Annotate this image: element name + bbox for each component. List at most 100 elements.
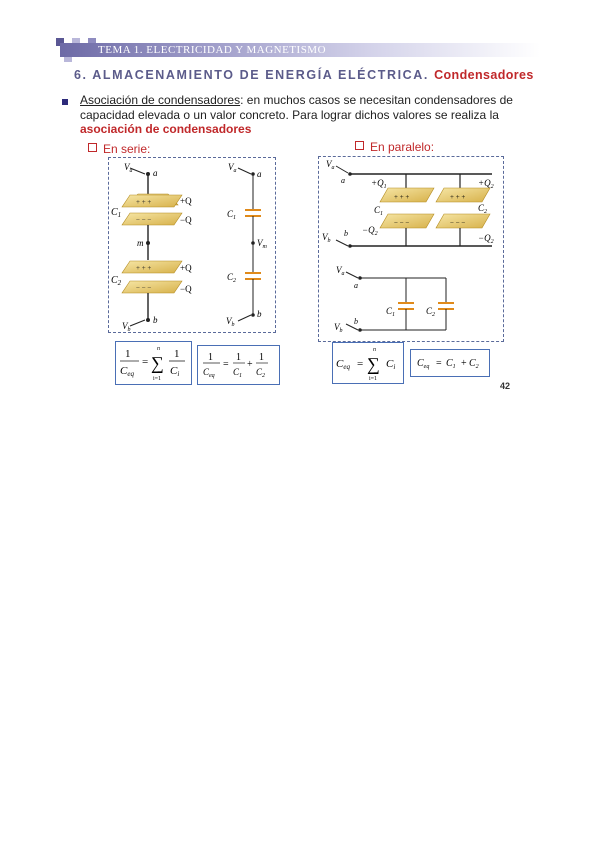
formula-plus: + [461,358,467,369]
paralelo-node-a-label: a [341,176,345,185]
header-square [64,54,72,62]
serie-c1-bottom-plate [121,212,183,226]
formula-equals: = [436,358,442,369]
formula-paralelo-general: Ceq = n ∑ i=1 Ci [332,342,404,384]
serie-c1-minus-signs: − − − [136,216,151,224]
checkbox-bullet-icon [355,141,364,150]
paralelo-circuit-c1-label: C1 [386,306,395,318]
serie-diagram: Va a + + + − − − C1 +Q −Q m + + + − − − … [111,162,268,333]
paralelo-diagram-frame [318,156,504,342]
intro-paragraph: Asociación de condensadores: en muchos c… [80,93,530,137]
formula-text: 1 [208,352,213,363]
serie-node-m-label: m [137,238,144,248]
serie-circuit-c2-label: C2 [227,272,236,284]
formula-serie-general-svg: 1 Ceq = n ∑ i=1 1 Ci [120,346,185,382]
formula-equals: = [142,356,148,368]
formula-text: Ceq [120,365,134,378]
serie-circuit-node-b [251,313,255,317]
serie-c1-minus-q: −Q [180,215,192,225]
formula-paralelo-general-svg: Ceq = n ∑ i=1 Ci [336,347,395,382]
serie-vb-lead [129,319,146,327]
section-title: 6. ALMACENAMIENTO DE ENERGÍA ELÉCTRICA. … [74,68,534,82]
serie-circuit-c1-label: C1 [227,209,236,221]
serie-circuit-va-lead [237,167,252,175]
formula-plus: + [247,359,253,370]
formula-paralelo-two: Ceq = C1 + C2 [410,349,490,377]
header-square [72,38,80,46]
serie-circuit-vm-label: Vm [257,238,268,250]
paralelo-circuit-va-label: Va [336,265,345,277]
paralelo-node-b [348,244,352,248]
serie-node-m [146,241,150,245]
formula-text: n [157,346,160,352]
formula-text: Ceq [336,358,350,371]
summation-icon: ∑ [367,354,380,374]
formula-serie-two-svg: 1 Ceq = 1 C1 + 1 C2 [203,352,268,379]
paralelo-c2-minus-signs: − − − [450,219,465,227]
formula-text: 1 [259,352,264,363]
serie-circuit-vb-lead [237,314,252,322]
formula-text: n [373,347,376,353]
formula-text: 1 [174,348,180,360]
paralelo-c2-plus-signs: + + + [450,193,465,201]
paralelo-circuit-c2-label: C2 [426,306,435,318]
formula-text: i=1 [153,376,161,382]
paralelo-q1-plus-label: +Q1 [371,178,387,190]
serie-c1-label: C1 [111,207,121,219]
paralelo-q2-minus-right-label: −Q2 [478,233,494,245]
section-title-highlight: Condensadores [434,68,534,82]
paralelo-c1-bottom-plate [379,213,435,229]
serie-c2-label: C2 [111,275,122,287]
paralelo-q2-minus-label: −Q2 [362,225,378,237]
formula-text: C1 [446,358,456,370]
formula-text: 1 [236,352,241,363]
formula-text: Ci [386,358,395,371]
serie-c2-bottom-plate [121,280,183,294]
serie-c2-minus-signs: − − − [136,284,151,292]
paralelo-va-label: Va [326,159,335,171]
serie-node-b [146,318,150,322]
paralelo-c1-label: C1 [374,205,383,217]
paralelo-q2-plus-label: +Q2 [478,178,494,190]
formula-equals: = [223,359,229,370]
paralelo-circuit-node-a-label: a [354,281,358,290]
subsection-paralelo: En paralelo: [355,140,434,154]
subsection-serie-label: En serie: [103,142,151,156]
serie-va-label: Va [124,162,133,174]
serie-node-b-label: b [153,315,158,325]
paragraph-link[interactable]: Asociación de condensadores [80,93,241,107]
paralelo-circuit-node-b-label: b [354,317,358,326]
serie-c2-minus-q: −Q [180,284,192,294]
paralelo-vb-label: Vb [322,232,331,244]
serie-circuit-node-m [251,241,255,245]
serie-circuit-vb-label: Vb [226,316,235,328]
paralelo-c2-label: C2 [478,203,487,215]
paralelo-circuit-vb-label: Vb [334,322,343,334]
serie-c1-plus-q: +Q [180,196,192,206]
header-square [56,38,64,46]
header-gradient-bar [60,43,540,57]
serie-c2-top-plate [121,260,183,274]
serie-c1-top-plate [121,194,183,208]
paragraph-text: : en muchos casos se necesitan condensad… [80,93,513,122]
paralelo-c1-plus-signs: + + + [394,193,409,201]
formula-serie-general: 1 Ceq = n ∑ i=1 1 Ci [115,341,192,385]
formula-text: C1 [233,367,242,379]
formula-text: Ceq [417,358,429,370]
formula-text: 1 [125,348,131,360]
formula-text: C2 [256,367,265,379]
serie-c1-plus-signs: + + + [136,198,151,206]
paralelo-vb-lead [335,239,349,247]
paralelo-c2-top-plate [435,187,491,203]
serie-diagram-frame [108,157,276,333]
paralelo-circuit-va-lead [345,271,359,279]
formula-serie-two: 1 Ceq = 1 C1 + 1 C2 [197,345,280,385]
serie-c2-plus-q: +Q [180,263,192,273]
serie-circuit-node-b-label: b [257,309,262,319]
paralelo-c1-minus-signs: − − − [394,219,409,227]
paralelo-circuit-node-b [358,328,362,332]
summation-icon: ∑ [151,353,164,373]
paralelo-circuit-vb-lead [345,323,359,331]
paragraph-bold: asociación de condensadores [80,122,252,136]
formula-text: Ceq [203,367,215,379]
